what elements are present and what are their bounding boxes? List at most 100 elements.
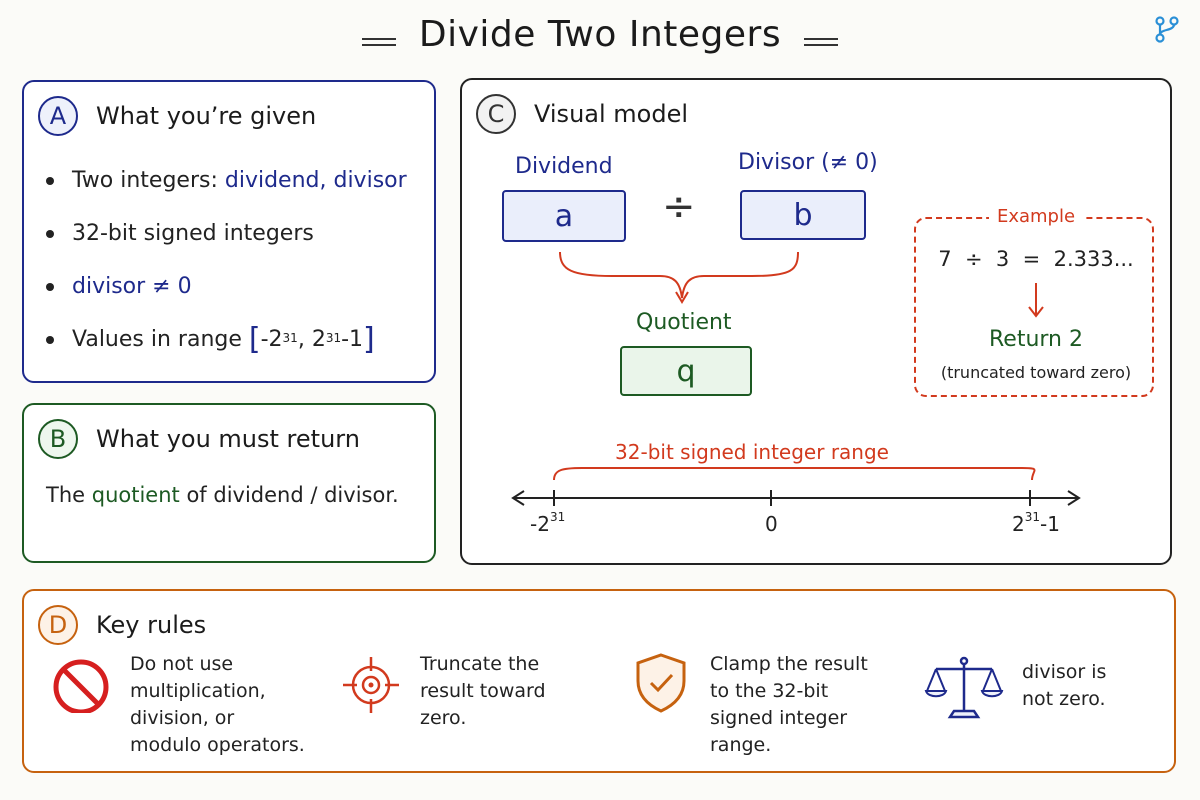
- range-high: 2: [311, 327, 326, 352]
- git-branch-icon[interactable]: [1152, 14, 1182, 44]
- return-suffix: of dividend / divisor.: [179, 483, 399, 507]
- badge-a: A: [38, 96, 78, 136]
- range-low: -2: [260, 327, 283, 352]
- example-result: Return 2: [989, 327, 1083, 352]
- panel-a-header: A What you’re given: [38, 96, 316, 136]
- rule-line: divisor is: [1022, 661, 1107, 683]
- rule-line: modulo operators.: [130, 734, 305, 756]
- rule-text: Do not use multiplication, division, or …: [130, 651, 305, 759]
- return-description: The quotient of dividend / divisor.: [46, 483, 399, 507]
- return-prefix: The: [46, 483, 92, 507]
- target-icon: [343, 657, 399, 713]
- dividend-box: a: [502, 190, 626, 242]
- quotient-label: Quotient: [636, 310, 732, 335]
- bullet-highlight: dividend, divisor: [224, 168, 407, 193]
- tick-high-base: 2: [1012, 512, 1025, 536]
- example-box: Example 7 ÷ 3 = 2.333... Return 2 (trunc…: [914, 206, 1154, 397]
- example-note: (truncated toward zero): [940, 363, 1132, 382]
- rule-item: Truncate the result toward zero.: [340, 651, 546, 732]
- balance-scale-icon: [924, 656, 1004, 719]
- range-label: 32-bit signed integer range: [615, 440, 889, 464]
- title-dash-left: [361, 37, 396, 46]
- prohibited-icon: [53, 659, 109, 713]
- tick-high-exp: 31: [1024, 510, 1041, 524]
- bullet-dot: [46, 282, 54, 291]
- tick-high-tail: -1: [1040, 512, 1060, 536]
- panel-key-rules: D Key rules Do not use multiplication, d…: [22, 589, 1176, 773]
- dividend-label: Dividend: [515, 154, 613, 179]
- rule-item: Do not use multiplication, division, or …: [50, 651, 305, 759]
- bullet-text: Two integers:: [72, 168, 225, 193]
- bullet-text: Values in range: [72, 327, 249, 352]
- shield-check-icon: [636, 653, 686, 713]
- badge-c: C: [476, 94, 516, 134]
- axis-arrow-right: [1067, 490, 1081, 506]
- rule-line: multiplication,: [130, 680, 266, 702]
- rule-line: Do not use: [130, 653, 234, 675]
- rule-item: divisor is not zero.: [924, 655, 1106, 721]
- combine-brace: [559, 251, 799, 304]
- list-item: 32-bit signed integers: [46, 207, 407, 260]
- panel-c-heading: Visual model: [534, 100, 689, 128]
- badge-d: D: [38, 605, 78, 645]
- quotient-highlight: quotient: [91, 483, 180, 507]
- panel-b-header: B What you must return: [38, 419, 360, 459]
- rule-line: Truncate the: [420, 653, 540, 675]
- panel-b-heading: What you must return: [96, 425, 360, 453]
- bullet-text: 32-bit signed integers: [72, 221, 314, 246]
- title-dash-right: [804, 37, 839, 46]
- quotient-box: q: [620, 346, 752, 396]
- range-close-bracket: ]: [363, 322, 375, 357]
- bullet-dot: [46, 176, 54, 185]
- rule-line: signed integer: [710, 707, 848, 729]
- rule-item: Clamp the result to the 32-bit signed in…: [630, 651, 868, 759]
- divide-symbol: ÷: [662, 184, 696, 230]
- divisor-label: Divisor (≠ 0): [738, 150, 878, 175]
- badge-b: B: [38, 419, 78, 459]
- tick-low-label: -231: [530, 510, 566, 536]
- example-title-wrap: Example: [916, 206, 1156, 227]
- rule-line: not zero.: [1022, 688, 1106, 710]
- axis-arrow-left: [511, 490, 525, 506]
- tick-low-base: -2: [530, 512, 550, 536]
- tick-mid-label: 0: [765, 512, 778, 536]
- divisor-box: b: [740, 190, 866, 240]
- range-brace: [553, 467, 1036, 481]
- range-low-exp: 31: [282, 330, 298, 345]
- rule-line: range.: [710, 734, 772, 756]
- given-list: Two integers: dividend, divisor 32-bit s…: [46, 154, 407, 366]
- tick-low-exp: 31: [549, 510, 566, 524]
- example-down-arrow: [1028, 283, 1044, 318]
- panel-given: A What you’re given Two integers: divide…: [22, 80, 436, 383]
- panel-a-heading: What you’re given: [96, 102, 317, 130]
- example-equation: 7 ÷ 3 = 2.333...: [938, 247, 1134, 271]
- rule-line: zero.: [420, 707, 467, 729]
- rule-line: Clamp the result: [710, 653, 868, 675]
- list-item: divisor ≠ 0: [46, 260, 407, 313]
- range-comma: ,: [297, 327, 312, 352]
- bullet-dot: [46, 335, 54, 344]
- bullet-dot: [46, 229, 54, 238]
- panel-return: B What you must return The quotient of d…: [22, 403, 436, 563]
- panel-d-header: D Key rules: [38, 605, 206, 645]
- rule-line: to the 32-bit: [710, 680, 829, 702]
- panel-visual-model: C Visual model Dividend a ÷ Divisor (≠ 0…: [460, 78, 1172, 565]
- tick-high-label: 231-1: [1012, 510, 1060, 536]
- rule-text: divisor is not zero.: [1022, 659, 1106, 721]
- panel-c-header: C Visual model: [476, 94, 688, 134]
- rule-text: Truncate the result toward zero.: [420, 651, 546, 732]
- rule-line: result toward: [420, 680, 546, 702]
- rule-text: Clamp the result to the 32-bit signed in…: [710, 651, 868, 759]
- range-open-bracket: [: [248, 322, 261, 357]
- title-bar: Divide Two Integers: [0, 14, 1200, 55]
- panel-d-heading: Key rules: [96, 611, 207, 639]
- list-item: Two integers: dividend, divisor: [46, 154, 407, 207]
- page-title: Divide Two Integers: [418, 14, 782, 55]
- bullet-text: divisor ≠ 0: [72, 274, 192, 299]
- rule-line: division, or: [130, 707, 235, 729]
- range-high-tail: -1: [341, 327, 364, 352]
- example-title: Example: [988, 206, 1084, 227]
- range-high-exp: 31: [325, 330, 342, 345]
- range-number-line: [511, 467, 1081, 506]
